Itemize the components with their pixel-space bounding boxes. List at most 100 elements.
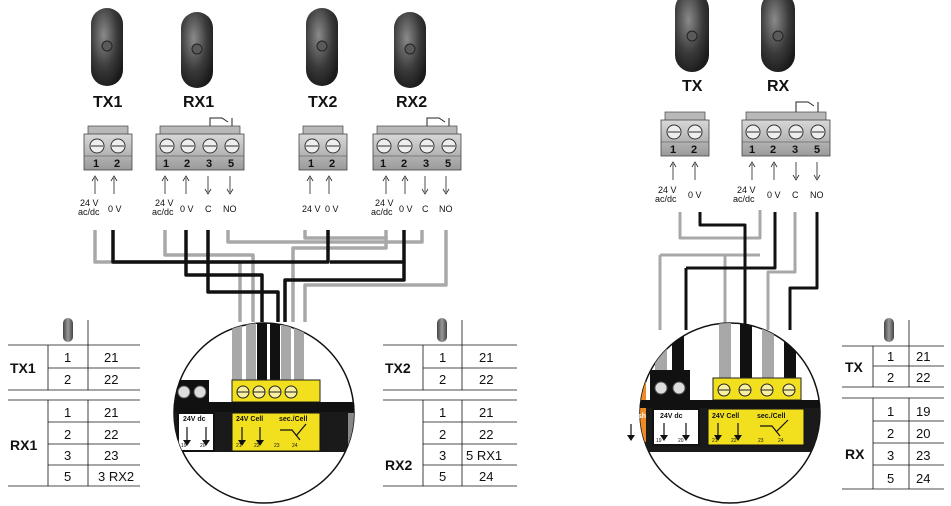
left-block3-pin23: 23 xyxy=(274,443,280,449)
table-tx-rx xyxy=(842,320,944,490)
tx1-term-1: 1 xyxy=(93,158,99,170)
rx-term-5: 5 xyxy=(814,144,820,156)
table-mid-rx2-r4c1: 5 xyxy=(439,469,446,484)
left-block2-pin22: 22 xyxy=(254,443,260,449)
rx-sig-acdc: ac/dc xyxy=(733,194,755,204)
tx2-terminal-block: 1 2 xyxy=(298,125,348,171)
left-wires xyxy=(93,230,448,322)
tx2-device xyxy=(306,8,338,86)
rx1-device xyxy=(181,12,213,88)
rx1-sig-0v: 0 V xyxy=(180,204,194,214)
table-mid-tx2: TX2 xyxy=(385,360,411,376)
table-right-rx-r2c2: 20 xyxy=(916,426,930,441)
table-left-device-icon xyxy=(63,318,73,342)
tx-device xyxy=(675,0,709,72)
rx-term-3: 3 xyxy=(792,144,798,156)
table-mid-rx2-r2c2: 22 xyxy=(479,427,493,442)
table-left-tx1-r1c1: 1 xyxy=(64,350,71,365)
table-right-rx-r3c2: 23 xyxy=(916,448,930,463)
tx1-sig-0v: 0 V xyxy=(108,204,122,214)
rx-term-1: 1 xyxy=(749,144,755,156)
rx-term-2: 2 xyxy=(770,144,776,156)
table-right-tx-r2c1: 2 xyxy=(887,370,894,385)
right-flash-label: ash xyxy=(634,413,646,420)
table-left-rx1-r4c1: 5 xyxy=(64,469,71,484)
table-left-rx1-r4c2: 3 RX2 xyxy=(98,469,134,484)
table-mid-rx2-r2c1: 2 xyxy=(439,427,446,442)
rx-label: RX xyxy=(767,78,790,95)
table-left-tx1-r2c1: 2 xyxy=(64,372,71,387)
table-right-tx-r1c2: 21 xyxy=(916,349,930,364)
rx1-sig-24v: 24 V xyxy=(155,198,174,208)
right-block3-label: sec./Cell xyxy=(757,413,785,420)
rx2-terminal-block: 1 2 3 5 xyxy=(372,117,462,171)
rx-device xyxy=(761,0,795,72)
table-right-device-icon xyxy=(884,318,894,342)
left-block1-pin20: 20 xyxy=(200,443,206,449)
right-block1-pin20: 20 xyxy=(678,438,684,444)
table-right-rx-r4c1: 5 xyxy=(887,471,894,486)
table-mid-rx2-r1c2: 21 xyxy=(479,405,493,420)
rx2-sig-c: C xyxy=(422,204,429,214)
tx1-sig-acdc: ac/dc xyxy=(78,207,100,217)
right-signal-arrows xyxy=(669,161,821,181)
table-left-rx1-r2c1: 2 xyxy=(64,427,71,442)
table-mid-rx2: RX2 xyxy=(385,457,412,473)
table-mid-rx2-r3c2: 5 RX1 xyxy=(466,448,502,463)
left-block2-pin21: 21 xyxy=(236,443,242,449)
rx1-sig-acdc: ac/dc xyxy=(152,207,174,217)
rx2-device xyxy=(394,12,426,88)
table-mid-device-icon xyxy=(437,318,447,342)
table-right-rx-r1c2: 19 xyxy=(916,404,930,419)
tx1-sig-24v: 24 V xyxy=(80,198,99,208)
rx-sig-c: C xyxy=(792,190,799,200)
tx2-term-1: 1 xyxy=(308,158,314,170)
right-block2-pin21: 21 xyxy=(712,438,718,444)
tx-sig-24v: 24 V xyxy=(658,185,677,195)
table-tx2-rx2 xyxy=(383,320,517,487)
rx-terminal-block: 1 2 3 5 xyxy=(741,101,831,157)
table-right-rx-r1c1: 1 xyxy=(887,404,894,419)
right-block1-pin19: 19 xyxy=(656,438,662,444)
rx-sig-0v: 0 V xyxy=(767,190,781,200)
table-mid-rx2-r4c2: 24 xyxy=(479,469,493,484)
table-left-tx1-r2c2: 22 xyxy=(104,372,118,387)
tx-term-1: 1 xyxy=(670,144,676,156)
table-mid-tx2-r1c2: 21 xyxy=(479,350,493,365)
rx2-sig-24v: 24 V xyxy=(375,198,394,208)
tx1-terminal-block: 1 2 xyxy=(83,125,133,171)
table-left-rx1-r1c2: 21 xyxy=(104,405,118,420)
tx-label: TX xyxy=(682,78,703,95)
table-left-rx1-r3c2: 23 xyxy=(104,448,118,463)
rx1-sig-c: C xyxy=(205,204,212,214)
rx2-term-5: 5 xyxy=(445,158,451,170)
left-board-zoom: 24V dc 19 20 24V Cell 21 22 sec./Cell 23… xyxy=(173,322,355,504)
tx2-term-2: 2 xyxy=(329,158,335,170)
left-block1-label: 24V dc xyxy=(183,416,206,423)
rx2-term-2: 2 xyxy=(401,158,407,170)
table-mid-tx2-r1c1: 1 xyxy=(439,350,446,365)
table-right-tx-r1c1: 1 xyxy=(887,349,894,364)
right-block2-label: 24V Cell xyxy=(712,413,739,420)
rx1-sig-no: NO xyxy=(223,204,237,214)
table-mid-rx2-r3c1: 3 xyxy=(439,448,446,463)
rx-sig-no: NO xyxy=(810,190,824,200)
left-block1-pin19: 19 xyxy=(181,443,187,449)
table-mid-tx2-r2c1: 2 xyxy=(439,372,446,387)
rx2-sig-acdc: ac/dc xyxy=(371,207,393,217)
tx2-sig-0v: 0 V xyxy=(325,204,339,214)
left-block2-label: 24V Cell xyxy=(236,416,263,423)
right-board-zoom: ash 24V dc 19 20 24V Cell 21 22 sec./Cel… xyxy=(627,322,821,504)
tx-sig-0v: 0 V xyxy=(688,190,702,200)
rx2-term-1: 1 xyxy=(380,158,386,170)
table-right-rx: RX xyxy=(845,446,865,462)
table-left-rx1-r1c1: 1 xyxy=(64,405,71,420)
left-block3-pin24: 24 xyxy=(292,443,298,449)
rx1-term-2: 2 xyxy=(184,158,190,170)
tx1-label: TX1 xyxy=(93,94,122,111)
rx2-term-3: 3 xyxy=(423,158,429,170)
table-tx1-rx1 xyxy=(8,320,140,487)
rx1-label: RX1 xyxy=(183,94,214,111)
right-block2-pin22: 22 xyxy=(731,438,737,444)
tx2-label: TX2 xyxy=(308,94,337,111)
